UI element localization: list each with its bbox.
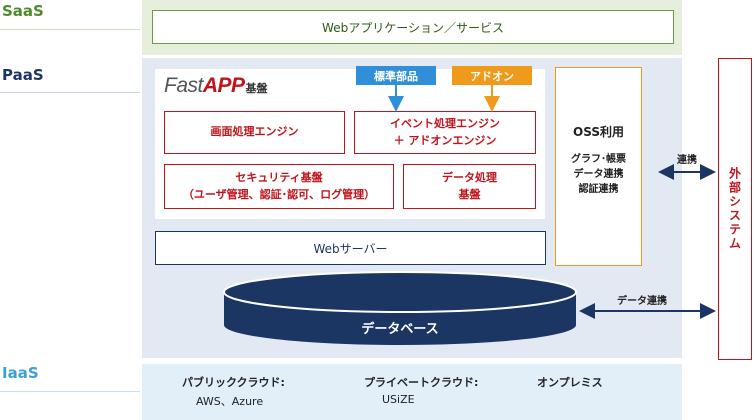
web-server-box: Webサーバー bbox=[155, 231, 546, 265]
on-premise-title: オンプレミス bbox=[537, 376, 603, 389]
paas-layer-divider bbox=[0, 92, 140, 93]
oss-item: 認証連携 bbox=[578, 184, 619, 195]
database-cylinder bbox=[223, 271, 577, 345]
oss-item: データ連携 bbox=[573, 169, 624, 180]
screen-engine-box: 画面処理エンジン bbox=[164, 111, 345, 154]
iaas-layer-divider bbox=[0, 391, 140, 392]
event-engine-box: イベント処理エンジン ＋ アドオンエンジン bbox=[354, 111, 536, 154]
security-line2: （ユーザ管理、認証･認可、ログ管理） bbox=[182, 187, 376, 201]
logo-suffix-text: 基盤 bbox=[245, 83, 268, 95]
oss-link-label: 連携 bbox=[677, 155, 697, 166]
data-processing-line1: データ処理 bbox=[442, 171, 497, 184]
web-application-box: Webアプリケーション／サービス bbox=[152, 10, 674, 44]
security-line1: セキュリティ基盤 bbox=[235, 171, 323, 184]
data-processing-box: データ処理 基盤 bbox=[403, 164, 536, 209]
private-cloud-provider: USiZE bbox=[382, 393, 415, 406]
iaas-layer-label: IaaS bbox=[2, 364, 39, 382]
saas-layer-label: SaaS bbox=[2, 2, 44, 20]
iaas-band bbox=[142, 364, 682, 420]
public-cloud-title: パブリッククラウド: bbox=[182, 376, 285, 389]
db-link-label: データ連携 bbox=[617, 296, 667, 307]
paas-layer-label: PaaS bbox=[2, 66, 44, 84]
addon-tag: アドオン bbox=[452, 66, 532, 85]
fastapp-logo: FastAPP基盤 bbox=[164, 74, 268, 98]
oss-title: OSS利用 bbox=[573, 125, 624, 139]
event-engine-line2: ＋ アドオンエンジン bbox=[393, 133, 497, 147]
oss-item: グラフ･帳票 bbox=[571, 154, 626, 165]
oss-box: OSS利用 グラフ･帳票 データ連携 認証連携 bbox=[555, 67, 642, 266]
data-processing-line2: 基盤 bbox=[458, 187, 481, 201]
saas-layer-divider bbox=[0, 29, 140, 30]
database-label: データベース bbox=[361, 321, 439, 337]
private-cloud-title: プライベートクラウド: bbox=[364, 376, 479, 389]
public-cloud-providers: AWS、Azure bbox=[196, 395, 264, 408]
standard-parts-tag: 標準部品 bbox=[356, 66, 436, 85]
logo-app-text: APP bbox=[202, 74, 245, 97]
event-engine-line1: イベント処理エンジン bbox=[390, 117, 500, 130]
security-box: セキュリティ基盤 （ユーザ管理、認証･認可、ログ管理） bbox=[164, 164, 394, 209]
external-system-box: 外部システム bbox=[718, 58, 752, 360]
logo-fast-text: Fast bbox=[164, 74, 203, 97]
